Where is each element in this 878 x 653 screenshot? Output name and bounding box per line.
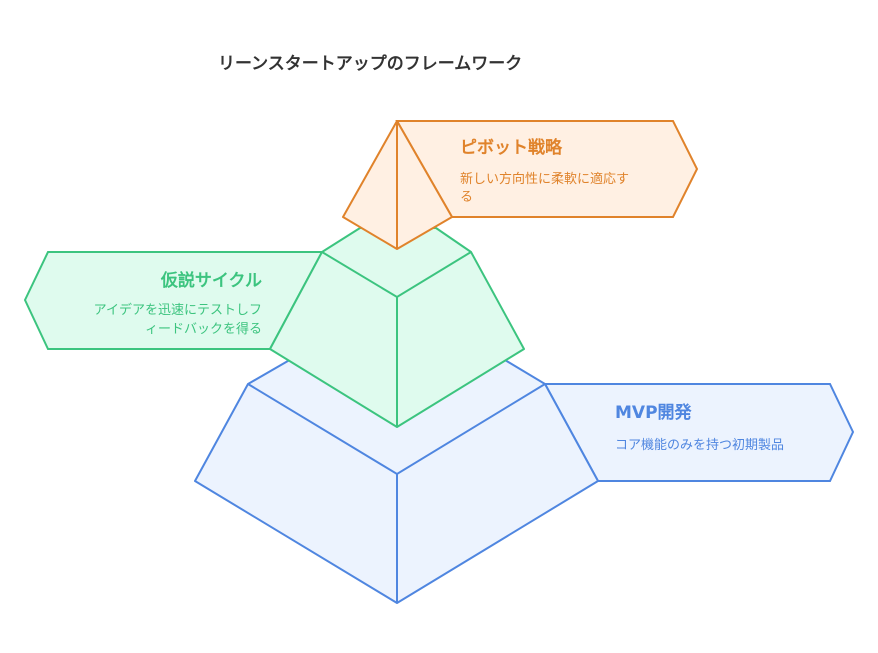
mvp-description: コア機能のみを持つ初期製品 [615,438,784,453]
pivot-heading: ピボット戦略 [460,137,563,158]
hypothesis-heading: 仮説サイクル [160,270,262,291]
hypothesis-label-box [23,251,324,350]
tier-mvp: MVP開発 コア機能のみを持つ初期製品 [194,353,855,604]
tier-hypothesis: 仮説サイクル アイデアを迅速にテストしフ ィードバックを得る [23,227,525,428]
pivot-description-line-2: る [460,190,473,205]
mvp-label-box [543,383,855,482]
tier-pivot: ピボット戦略 新しい方向性に柔軟に適応す る [342,120,699,250]
pivot-description-line-1: 新しい方向性に柔軟に適応す [460,171,629,187]
hypothesis-description-line-2: ィードバックを得る [145,321,262,337]
diagram-title: リーンスタートアップのフレームワーク [218,53,522,74]
mvp-heading: MVP開発 [615,402,693,423]
hypothesis-description-line-1: アイデアを迅速にテストしフ [94,302,262,318]
